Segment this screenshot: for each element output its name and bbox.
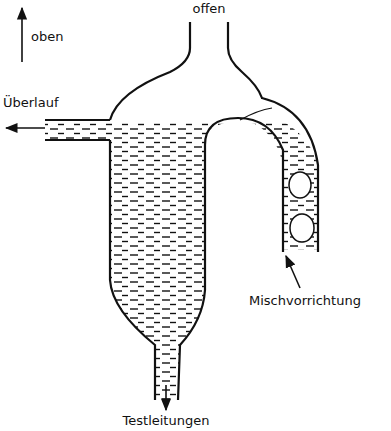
direction-label: oben bbox=[30, 30, 64, 44]
overflow-label: Überlauf bbox=[2, 96, 60, 110]
arrows bbox=[6, 8, 300, 410]
bubbles bbox=[289, 172, 314, 242]
opening-label: offen bbox=[191, 2, 226, 16]
mixer-label: Mischvorrichtung bbox=[248, 294, 362, 308]
outlet-label: Testleitungen bbox=[122, 414, 211, 428]
water bbox=[45, 118, 318, 400]
vessel-outline bbox=[45, 22, 318, 400]
